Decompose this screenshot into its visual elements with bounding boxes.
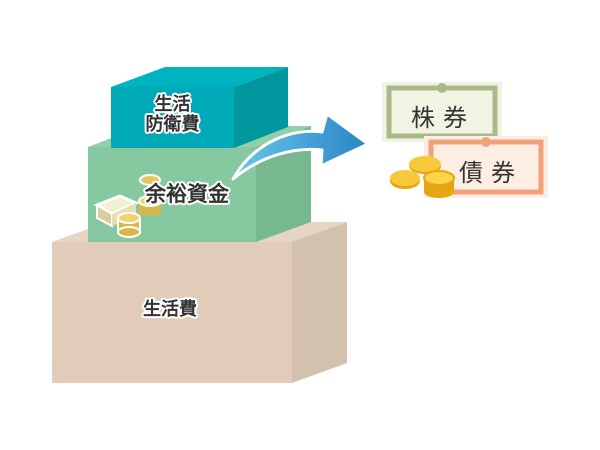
stock-certificate-label: 株券 [411, 104, 475, 132]
cash-and-coins-icon [93, 174, 162, 238]
stock-certificate-icon [382, 82, 502, 142]
investment-arrow-icon [231, 112, 370, 181]
surplus-funds-label: 余裕資金 [145, 182, 229, 206]
emergency-fund-box [111, 67, 288, 148]
gold-coins-icon [390, 156, 455, 198]
bond-certificate-label: 債券 [459, 159, 523, 187]
emergency-fund-label: 生活 防衛費 [111, 95, 234, 135]
emergency-fund-label-line2: 防衛費 [145, 113, 200, 135]
emergency-fund-label-line1: 生活 [154, 94, 191, 115]
living-expense-label: 生活費 [143, 299, 197, 320]
